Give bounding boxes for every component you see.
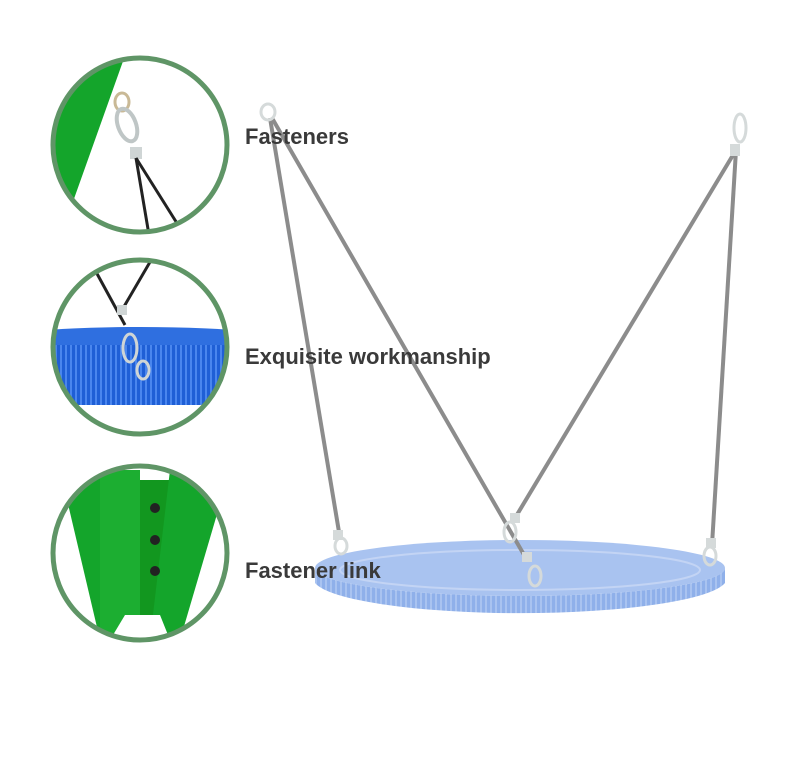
bolt-icon bbox=[150, 566, 160, 576]
bolt-icon bbox=[150, 535, 160, 545]
detail-fasteners bbox=[50, 55, 230, 235]
detail-workmanship bbox=[50, 257, 230, 437]
nest-swing bbox=[259, 102, 748, 614]
bolt-icon bbox=[150, 503, 160, 513]
label-workmanship: Exquisite workmanship bbox=[245, 344, 491, 369]
label-fasteners: Fasteners bbox=[245, 124, 349, 149]
detail-fastener-link bbox=[50, 463, 230, 643]
label-fastener-link: Fastener link bbox=[245, 558, 381, 583]
